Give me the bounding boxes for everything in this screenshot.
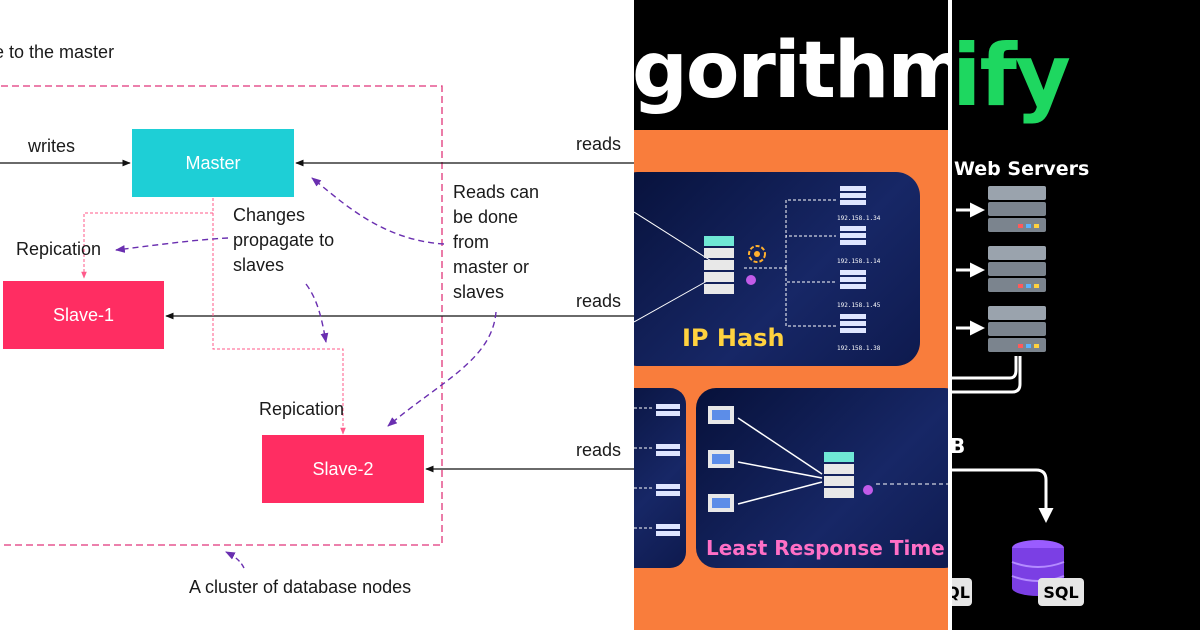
slave1-node: Slave-1: [3, 281, 164, 349]
reads-label-3: reads: [576, 440, 622, 460]
cluster-border: [0, 85, 443, 546]
ip-address: 192.158.1.45: [837, 302, 881, 309]
web-servers-label: Web Servers: [954, 158, 1090, 180]
reads-arrow-slave2-note: [387, 311, 497, 427]
panel-separator: [948, 0, 952, 630]
web-panel: ify Web Servers: [952, 0, 1200, 630]
web-title: ify: [952, 26, 1071, 126]
diagram-lines: [0, 85, 634, 569]
reads-note-line: slaves: [453, 282, 505, 302]
replication-label-1: Repication: [16, 239, 102, 259]
web-servers-diagram: [952, 186, 1065, 596]
changes-arrow-left: [115, 237, 229, 253]
least-response-card: Least Response Time: [696, 388, 948, 568]
ip-address: 192.158.1.34: [837, 215, 881, 222]
reads-label-1: reads: [576, 134, 622, 154]
algorithms-title: gorithms: [634, 26, 948, 116]
partial-letter: B: [952, 434, 966, 458]
least-response-title: Least Response Time: [706, 536, 945, 560]
ip-hash-diagram: [634, 186, 866, 333]
left-partial-card: [634, 388, 686, 568]
reads-arrow-master-note: [311, 177, 445, 245]
ip-hash-title: IP Hash: [682, 324, 785, 352]
reads-note-line: master or: [453, 257, 530, 277]
replication-label-2: Repication: [259, 399, 345, 419]
reads-note-line: Reads can: [453, 182, 540, 202]
writes-label: writes: [28, 136, 76, 156]
master-node: Master: [132, 129, 294, 197]
cluster-caption-arrow: [225, 551, 245, 569]
changes-note-line: Changes: [233, 205, 306, 225]
changes-arrow-down: [305, 283, 329, 343]
top-text: e to the master: [0, 42, 115, 62]
ip-address: 192.158.1.38: [837, 345, 881, 352]
reads-label-2: reads: [576, 291, 622, 311]
least-response-diagram: [708, 406, 948, 512]
cluster-caption: A cluster of database nodes: [189, 577, 412, 597]
reads-note-line: be done: [453, 207, 519, 227]
replication-line-slave1: [81, 198, 214, 279]
algorithms-panel: gorithms 192.158.1.34 192: [634, 0, 948, 630]
reads-note-line: from: [453, 232, 489, 252]
changes-note-line: propagate to: [233, 230, 335, 250]
sql-tag-partial: QL: [952, 578, 972, 606]
ip-address: 192.158.1.14: [837, 258, 881, 265]
replication-line-slave2: [212, 198, 346, 435]
changes-note-line: slaves: [233, 255, 285, 275]
slave2-node: Slave-2: [262, 435, 424, 503]
ip-hash-card: 192.158.1.34 192.158.1.14 192.158.1.45 1…: [634, 172, 920, 366]
sql-tag: SQL: [1038, 578, 1084, 606]
replication-diagram: e to the master writes reads reads reads…: [0, 42, 634, 597]
